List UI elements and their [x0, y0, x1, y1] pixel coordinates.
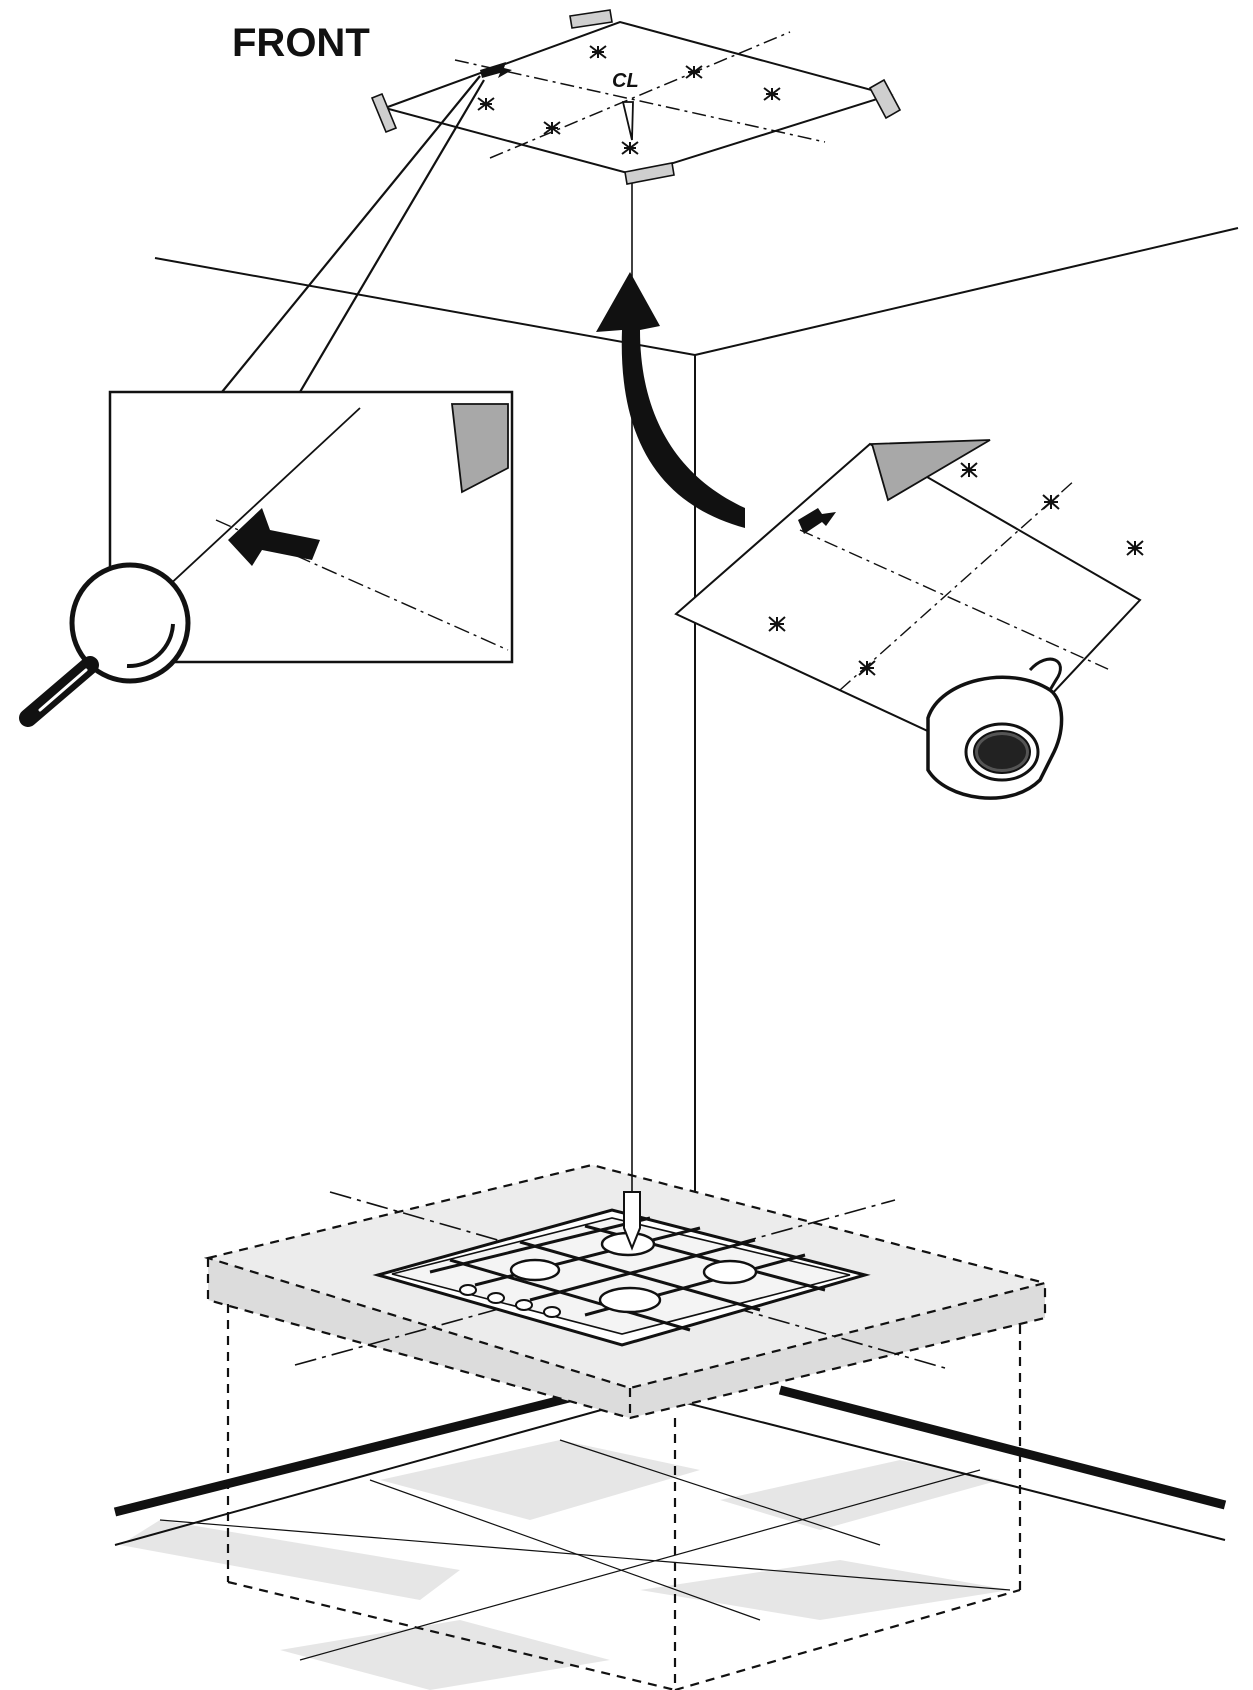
counter-front-face	[208, 1258, 630, 1418]
tape-roll-icon	[926, 657, 1064, 800]
front-label: FRONT	[232, 21, 370, 65]
callout-centerline	[215, 519, 509, 651]
floor	[113, 1385, 1227, 1690]
floor-tile	[120, 1520, 460, 1600]
cooktop-knobs	[459, 1284, 561, 1318]
baseboard-right	[778, 1385, 1227, 1510]
tile-line	[299, 1469, 981, 1661]
floor-tile	[720, 1460, 1000, 1530]
zoom-callout	[108, 75, 514, 664]
template-centerlines	[454, 31, 826, 159]
gas-cooktop	[372, 1208, 871, 1347]
template-screw-marks	[477, 45, 781, 155]
callout-corner-fold	[450, 403, 509, 494]
tape-strips	[370, 9, 902, 185]
centerline-label: CL	[612, 70, 639, 92]
floor-edge	[654, 1394, 1226, 1541]
tile-line	[369, 1479, 761, 1621]
floor-edge	[114, 1394, 656, 1546]
floor-tile	[280, 1620, 610, 1690]
floor-tile	[640, 1560, 1010, 1620]
ceiling-template: CL	[370, 9, 902, 185]
tile-line	[559, 1439, 881, 1546]
cooktop-grates	[429, 1216, 826, 1332]
callout-leader	[221, 75, 485, 393]
counter-side-face	[630, 1283, 1045, 1418]
baseboard-left	[113, 1389, 587, 1517]
template-large-marks	[768, 462, 1144, 676]
template-large-centerlines	[799, 479, 1111, 691]
template-sheet-detail	[674, 439, 1144, 762]
ceiling-wall-edge-left	[154, 257, 696, 356]
floor-tile	[380, 1440, 700, 1520]
curved-arrow-up-icon	[596, 272, 745, 528]
callout-front-arrow	[228, 508, 320, 566]
template-sheet-large	[674, 442, 1142, 762]
ceiling-wall-edge-right	[694, 227, 1239, 356]
room-walls	[154, 227, 1239, 1200]
template-front-arrow	[480, 62, 512, 78]
template-large-arrow	[798, 508, 836, 534]
template-corner-fold	[870, 439, 991, 502]
magnifier-icon	[19, 562, 191, 727]
centerline-pointer	[621, 101, 634, 141]
tile-line	[159, 1519, 1011, 1591]
plumb-bob	[623, 1191, 641, 1251]
